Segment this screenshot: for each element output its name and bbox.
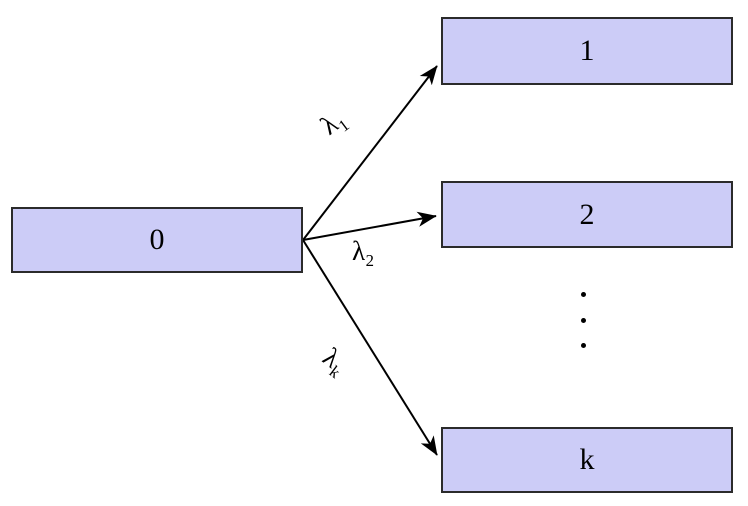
edge-label-lambda-k: λk [317,342,351,382]
node-label-2: 2 [579,197,595,231]
node-label-k: k [579,443,595,476]
node-label-1: 1 [579,34,595,67]
ellipsis-dot [580,317,586,323]
edge-label-lambda-2-symbol: λ [352,236,366,266]
ellipsis-dot [580,292,586,297]
node-box-k[interactable]: k [441,427,733,493]
edge-lambda-2-line [302,211,437,241]
edge-label-lambda-2: λ2 [352,236,374,269]
node-box-source[interactable]: 0 [11,207,303,273]
edge-lambda-1-line [302,65,438,241]
vertical-ellipsis-icon [566,292,600,348]
node-label-source: 0 [149,223,165,256]
edge-lambda-k-line [302,239,438,456]
edge-label-lambda-1: λ1 [315,105,353,141]
edge-label-lambda-2-subscript: 2 [365,250,374,270]
node-box-2[interactable]: 2 [441,181,733,248]
node-box-1[interactable]: 1 [441,17,733,85]
ellipsis-dot [580,343,586,348]
